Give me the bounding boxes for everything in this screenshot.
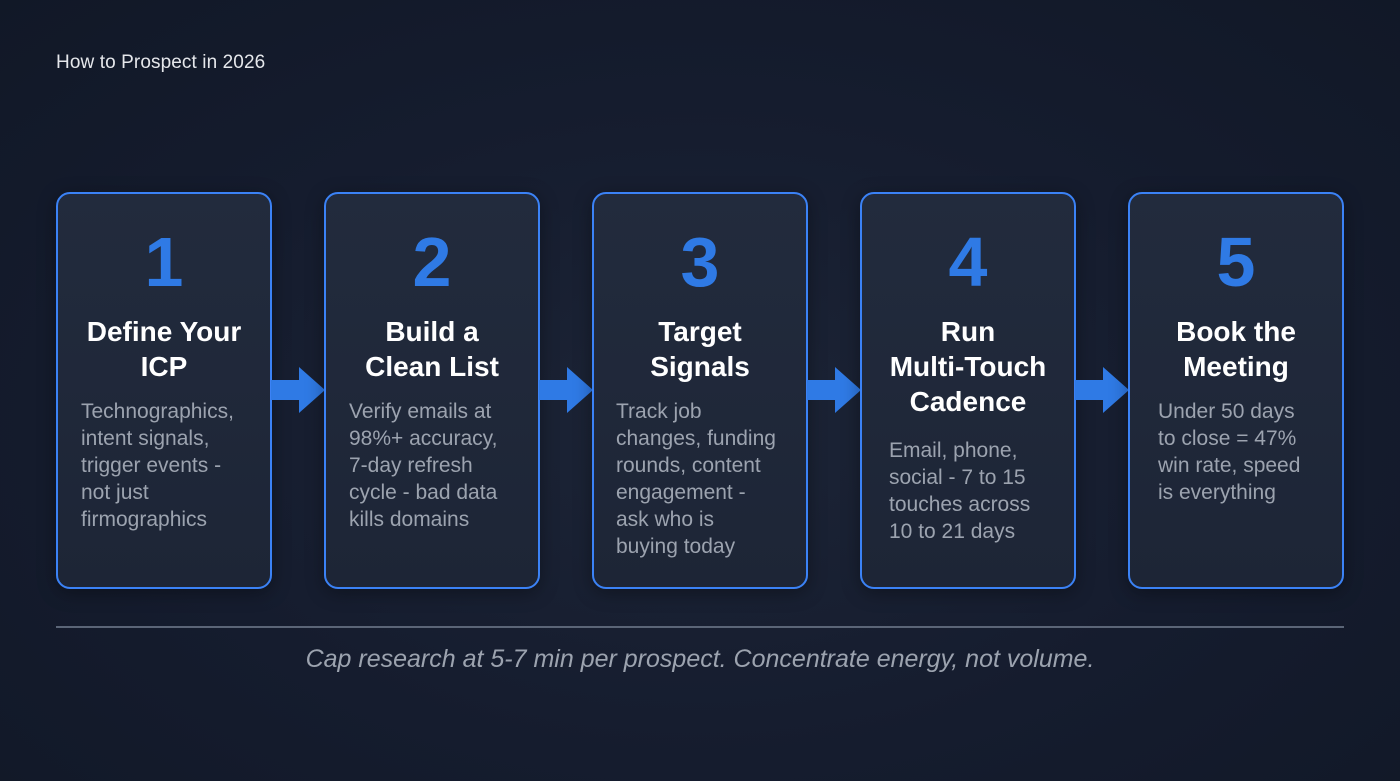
- step-number: 2: [412, 223, 452, 301]
- step-description: Under 50 days to close = 47% win rate, s…: [1158, 400, 1301, 504]
- step-title: Define Your ICP: [86, 316, 242, 382]
- page-title: How to Prospect in 2026: [56, 52, 266, 73]
- step-card-1: 1 Define Your ICP Technographics, intent…: [56, 192, 272, 589]
- step-title: Target Signals: [650, 316, 750, 382]
- step-description: Track job changes, funding rounds, conte…: [616, 400, 776, 558]
- arrow-right-icon: [539, 367, 593, 413]
- step-number: 3: [680, 223, 720, 301]
- step-card-4: 4 Run Multi-Touch Cadence Email, phone, …: [860, 192, 1076, 589]
- arrow-right-icon: [1075, 367, 1129, 413]
- step-description: Verify emails at 98%+ accuracy, 7-day re…: [349, 400, 498, 531]
- step-description: Technographics, intent signals, trigger …: [81, 400, 234, 531]
- step-title: Book the Meeting: [1176, 316, 1296, 382]
- process-steps: 1 Define Your ICP Technographics, intent…: [56, 192, 1344, 589]
- step-number: 1: [144, 223, 184, 301]
- step-number: 4: [948, 223, 988, 301]
- footer-note: Cap research at 5-7 min per prospect. Co…: [305, 645, 1095, 673]
- step-description: Email, phone, social - 7 to 15 touches a…: [889, 439, 1031, 543]
- arrow-right-icon: [807, 367, 861, 413]
- step-title: Run Multi-Touch Cadence: [889, 316, 1047, 417]
- step-title: Build a Clean List: [365, 316, 499, 382]
- step-number: 5: [1216, 223, 1256, 301]
- step-card-5: 5 Book the Meeting Under 50 days to clos…: [1128, 192, 1344, 589]
- step-card-3: 3 Target Signals Track job changes, fund…: [592, 192, 808, 589]
- arrow-right-icon: [271, 367, 325, 413]
- step-card-2: 2 Build a Clean List Verify emails at 98…: [324, 192, 540, 589]
- divider: [56, 626, 1344, 628]
